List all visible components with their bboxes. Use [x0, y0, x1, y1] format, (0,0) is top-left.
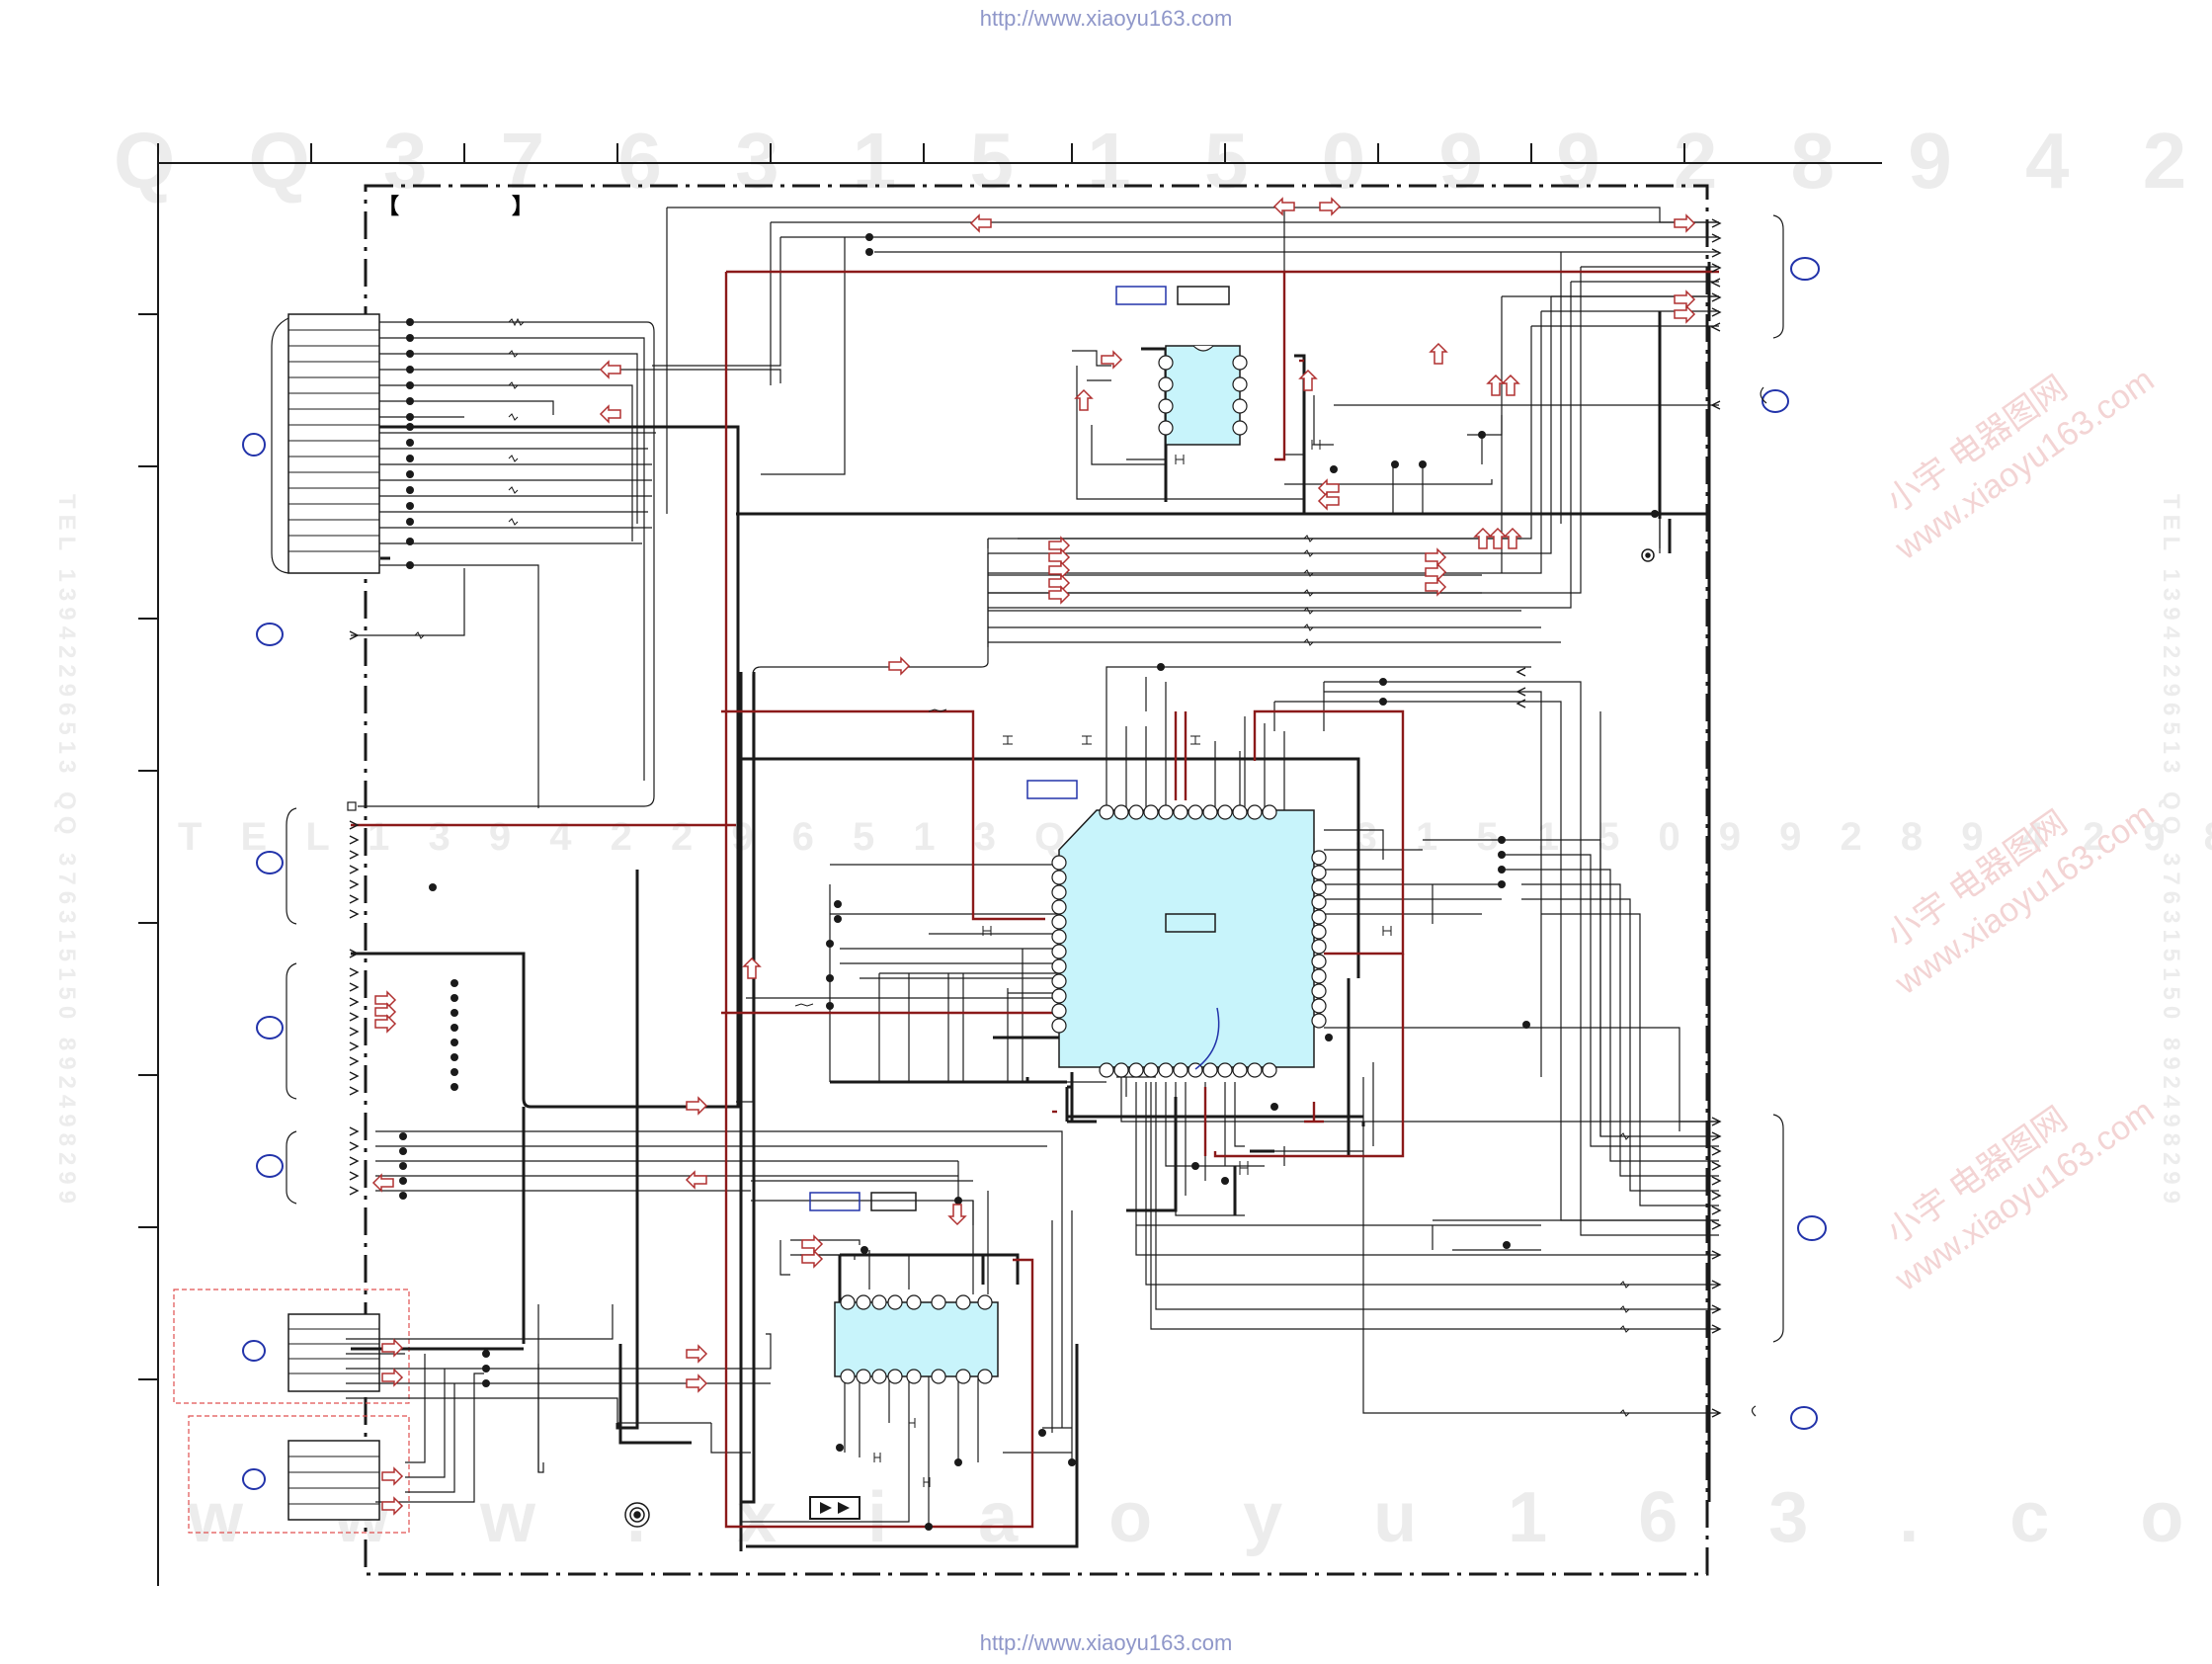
connector-ref-icon [1790, 257, 1820, 281]
signal-arrow-icon [888, 656, 911, 676]
wiring-red [351, 270, 1719, 1529]
watermark-diagonal-2: 小宇 电器图网 www.xiaoyu163.com [1880, 795, 2162, 1002]
signal-arrow-icon [1429, 342, 1448, 365]
watermark-diagonal-1: 小宇 电器图网 www.xiaoyu163.com [1880, 361, 2162, 567]
signal-arrow-icon [1425, 577, 1447, 597]
board-outline [364, 184, 1709, 1576]
signal-arrow-icon [1488, 527, 1508, 549]
source-url-top: http://www.xiaoyu163.com [979, 6, 1233, 31]
connector-ref-icon [256, 1016, 284, 1040]
ic-dual-opamp [1115, 286, 1248, 446]
board-title-bracket-open: 【 [377, 194, 399, 218]
watermark-bottom-line: w w w . x i a o y u 1 6 3 . c o m [187, 1478, 2212, 1557]
signal-arrow-icon [1501, 374, 1520, 396]
ic-main-qfp [1026, 780, 1327, 1078]
signal-arrow-icon [947, 1204, 967, 1226]
signal-arrow-icon [1674, 290, 1696, 309]
signal-arrow-icon [381, 1338, 404, 1358]
passive-components [414, 317, 1630, 1487]
signal-arrow-icon [801, 1249, 824, 1269]
signal-arrow-icon [1048, 585, 1071, 605]
signal-arrow-icon [1074, 388, 1094, 411]
braces [286, 214, 1784, 1417]
connector-ref-icon [256, 851, 284, 874]
connector-ref-icon [1790, 1406, 1818, 1430]
signal-arrow-icon [1425, 547, 1447, 567]
signal-arrow-icon [1048, 560, 1071, 580]
wiring-thick [351, 262, 1711, 1551]
signal-arrow-icon [1674, 304, 1696, 324]
board-title-bracket-close: 】 [512, 194, 533, 218]
left-connector-aux-1 [173, 1289, 410, 1404]
signal-arrow-icon [686, 1344, 708, 1364]
signal-arrow-icon [1048, 536, 1071, 555]
nc-marker [347, 801, 357, 811]
connector-ref-icon [1797, 1215, 1827, 1241]
signal-arrow-icon [1425, 562, 1447, 582]
connector-ref-icon [256, 623, 284, 646]
signal-arrow-icon [686, 1096, 708, 1116]
signal-arrow-icon [381, 1466, 404, 1486]
grid-frame [138, 143, 1882, 1586]
signal-arrow-icon [1317, 478, 1340, 498]
ic-dip14 [809, 1192, 999, 1520]
left-connector-aux-2 [188, 1415, 410, 1534]
signal-arrow-icon [599, 360, 621, 379]
connector-ref-icon [256, 1154, 284, 1178]
connector-refs [242, 257, 1827, 1490]
signal-arrow-icon [371, 1173, 394, 1193]
watermark-side-left: TEL 13942296513 QQ 376315150 892498299 [53, 494, 80, 1209]
signal-arrow-icon [1048, 547, 1071, 567]
wiring-thin [346, 207, 1719, 1551]
junctions [399, 233, 1659, 1531]
signal-arrow-icon [685, 1170, 707, 1190]
connector-ref-icon [242, 1468, 266, 1490]
signal-arrow-icon [374, 1014, 397, 1034]
watermark-top-digits: Q Q 3 7 6 3 1 5 1 5 0 9 9 2 8 9 4 2 9 8 … [114, 117, 2212, 205]
signal-arrow-icon [742, 957, 762, 979]
signal-arrows [371, 197, 1696, 1516]
signal-arrow-icon [686, 1373, 708, 1393]
signal-arrow-icon [1319, 197, 1342, 216]
signal-arrow-icon [599, 404, 621, 424]
signal-arrow-icon [1317, 491, 1340, 511]
left-connector-main [271, 313, 380, 574]
signal-arrow-icon [381, 1368, 404, 1387]
source-url-bottom: http://www.xiaoyu163.com [979, 1630, 1233, 1655]
signal-arrow-icon [1674, 213, 1696, 233]
signal-arrow-icon [1048, 573, 1071, 593]
ground-symbol-icon [624, 1502, 650, 1528]
connector-ref-icon [242, 433, 266, 457]
signal-arrow-icon [1272, 197, 1295, 216]
signal-arrow-icon [1503, 527, 1522, 549]
signal-arrow-icon [1298, 369, 1318, 391]
signal-arrow-icon [1486, 374, 1506, 396]
connector-pin-arrows [349, 218, 1722, 1418]
signal-arrow-icon [1473, 527, 1493, 549]
ground-symbol-icon [1641, 548, 1655, 562]
connector-ref-icon [242, 1340, 266, 1362]
signal-arrow-icon [374, 1002, 397, 1022]
signal-arrow-icon [969, 213, 992, 233]
connector-ref-icon [1761, 389, 1789, 413]
watermark-side-right: TEL 13942296513 QQ 376315150 892498299 [2158, 494, 2184, 1209]
signal-arrow-icon [381, 1496, 404, 1516]
signal-arrow-icon [1101, 350, 1123, 370]
watermark-diagonal-3: 小宇 电器图网 www.xiaoyu163.com [1880, 1092, 2162, 1298]
signal-arrow-icon [801, 1234, 824, 1254]
signal-arrow-icon [374, 990, 397, 1010]
